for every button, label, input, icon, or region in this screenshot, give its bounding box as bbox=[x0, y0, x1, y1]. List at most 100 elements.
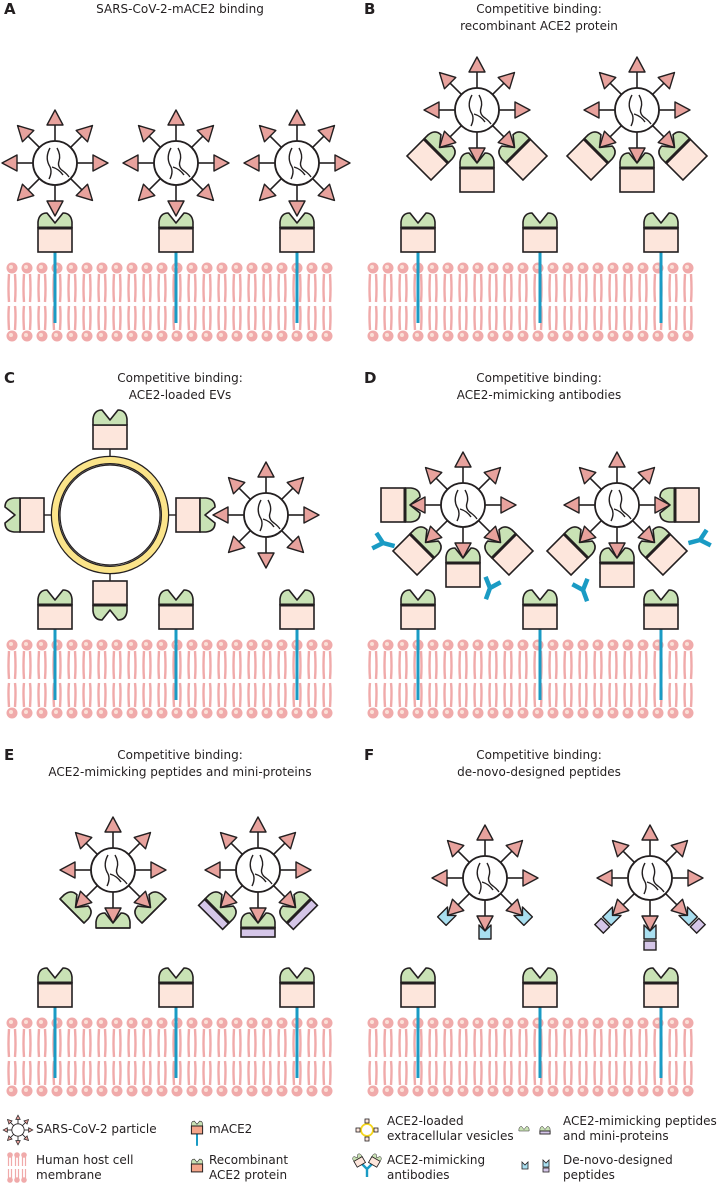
lipid-tail bbox=[608, 682, 612, 708]
lipid-tail bbox=[653, 305, 657, 331]
lipid-tail bbox=[163, 682, 167, 708]
lipid-tail bbox=[43, 1060, 47, 1086]
panel-d-antibody-1 bbox=[371, 531, 396, 551]
lipid-tail bbox=[653, 650, 657, 680]
legend-label-line: De-novo-designed bbox=[563, 1153, 673, 1167]
spike-protein bbox=[424, 466, 443, 485]
spike-protein bbox=[522, 869, 539, 887]
lipid-head-center bbox=[370, 1088, 374, 1092]
lipid-tail bbox=[127, 1028, 131, 1058]
ev-ace2-head bbox=[92, 604, 128, 621]
lipid-head-center bbox=[490, 642, 494, 646]
lipid-head-center bbox=[580, 1020, 584, 1024]
icon-spike-stalk bbox=[22, 1134, 26, 1138]
spike-protein bbox=[637, 525, 656, 544]
lipid-head-center bbox=[114, 265, 118, 269]
lipid-tail bbox=[413, 1060, 417, 1086]
lipid-tail bbox=[208, 1028, 212, 1058]
lipid-tail bbox=[223, 1028, 227, 1058]
icon-spike bbox=[6, 1135, 13, 1142]
spike-protein bbox=[286, 476, 305, 495]
lipid-head-center bbox=[685, 333, 689, 337]
lipid-head-center bbox=[24, 1020, 28, 1024]
panel-c-membrane bbox=[6, 639, 333, 719]
lipid-head-center bbox=[204, 710, 208, 714]
lipid-head-center bbox=[400, 710, 404, 714]
ev-ace2-body bbox=[92, 424, 128, 450]
mace2-receptor bbox=[279, 589, 315, 700]
ev-ring bbox=[52, 457, 168, 573]
lipid-tail bbox=[112, 682, 116, 708]
lipid-head-center bbox=[550, 333, 554, 337]
lipid-tail bbox=[689, 682, 693, 708]
lipid-head-center bbox=[129, 1088, 133, 1092]
lipid-head-center bbox=[535, 265, 539, 269]
lipid-tail bbox=[398, 305, 402, 331]
lipid-head-center bbox=[625, 265, 629, 269]
lipid-head-center bbox=[159, 265, 163, 269]
lipid-tail bbox=[187, 305, 191, 331]
lipid-tail bbox=[202, 682, 206, 708]
lipid-head-center bbox=[279, 710, 283, 714]
lipid-tail bbox=[127, 682, 131, 708]
lipid-head-center bbox=[535, 333, 539, 337]
lipid-head-center bbox=[400, 1020, 404, 1024]
denovo-peptide-icon bbox=[521, 1161, 529, 1170]
lipid-head-center bbox=[264, 265, 268, 269]
legend-label-line: Human host cell bbox=[36, 1153, 134, 1167]
panel-a-virus-3 bbox=[243, 109, 351, 217]
spike-protein bbox=[16, 183, 35, 202]
lipid-tail bbox=[112, 273, 116, 303]
lipid-tail bbox=[37, 1060, 41, 1086]
icon-antibody-arm-right bbox=[367, 1153, 382, 1168]
lipid-head-center bbox=[249, 333, 253, 337]
lipid-head-center bbox=[189, 1088, 193, 1092]
sars-cov-2-particle-icon bbox=[2, 1114, 34, 1146]
panel-title-f-line-2: de-novo-designed peptides bbox=[457, 765, 621, 779]
lipid-head-center bbox=[144, 1088, 148, 1092]
lipid-tail bbox=[223, 650, 227, 680]
mace2-receptor bbox=[643, 589, 679, 700]
lipid-head-center bbox=[655, 1020, 659, 1024]
spike-protein bbox=[628, 56, 646, 73]
viral-envelope bbox=[32, 140, 78, 186]
lipid-tail bbox=[217, 1060, 221, 1086]
legend-label-peptide-miniprotein: ACE2-mimicking peptides and mini-protein… bbox=[563, 1114, 717, 1144]
ace2-divider bbox=[562, 532, 590, 560]
icon-miniprotein-body bbox=[539, 1130, 551, 1135]
recombinant-ace2-body bbox=[445, 562, 481, 588]
lipid-tail bbox=[202, 273, 206, 303]
lipid-head-center bbox=[204, 1020, 208, 1024]
viral-rna bbox=[473, 113, 486, 123]
lipid-tail bbox=[37, 682, 41, 708]
legend-label-line: ACE2-mimicking peptides bbox=[563, 1114, 717, 1128]
lipid-head-center bbox=[99, 1020, 103, 1024]
mace2-receptor bbox=[400, 212, 436, 323]
legend-label-line: ACE2 protein bbox=[209, 1168, 288, 1182]
lipid-tail bbox=[548, 1028, 552, 1058]
panel-title-e-line-1: Competitive binding: bbox=[117, 748, 243, 762]
lipid-head-center bbox=[625, 1020, 629, 1024]
lipid-tail bbox=[43, 650, 47, 680]
ace2-binding-head bbox=[199, 497, 216, 533]
lipid-tail bbox=[127, 650, 131, 680]
lipid-tail bbox=[563, 305, 567, 331]
icon-spike-stalk bbox=[22, 1122, 26, 1126]
spike-protein bbox=[59, 861, 76, 879]
miniprotein-head bbox=[204, 891, 237, 924]
lipid-head-center bbox=[9, 1088, 13, 1092]
lipid-tail bbox=[58, 1060, 62, 1086]
mace2-icon bbox=[190, 1120, 204, 1146]
lipid-head-center bbox=[24, 1088, 28, 1092]
spike-stalk bbox=[272, 842, 286, 856]
lipid-tail bbox=[133, 1060, 137, 1086]
lipid-head-center bbox=[234, 265, 238, 269]
lipid-head-center bbox=[144, 642, 148, 646]
lipid-tail bbox=[28, 1060, 32, 1086]
lipid-tail bbox=[82, 273, 86, 303]
lipid-tail bbox=[608, 305, 612, 331]
viral-envelope bbox=[440, 482, 486, 528]
spike-protein bbox=[505, 898, 524, 917]
lipid-head-center bbox=[9, 333, 13, 337]
lipid-tail bbox=[533, 305, 537, 331]
